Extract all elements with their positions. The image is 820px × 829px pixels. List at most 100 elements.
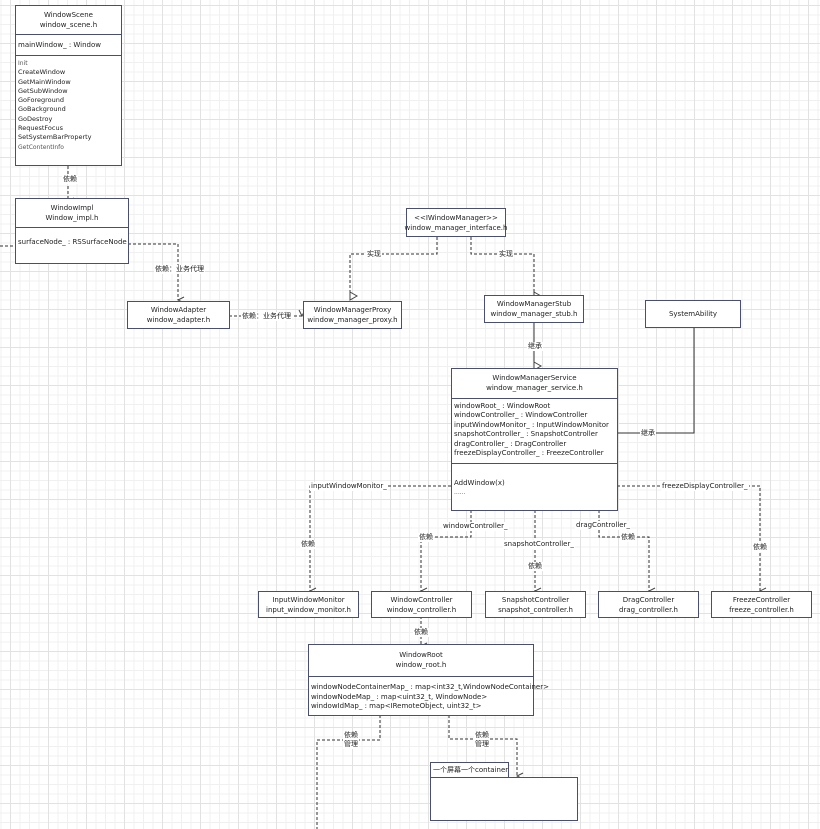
attribute: mainWindow_ : Window: [18, 41, 101, 49]
class-header: WindowRoot window_root.h: [309, 645, 533, 677]
method: GoDestroy: [18, 114, 53, 123]
label-depend: 依赖: [413, 628, 429, 637]
label-depend: 依赖: [474, 731, 490, 740]
class-name: WindowManagerStub: [496, 300, 572, 308]
class-name: WindowAdapter: [150, 306, 207, 314]
attributes-section: mainWindow_ : Window: [16, 35, 121, 56]
class-file: freeze_controller.h: [729, 605, 794, 614]
class-header: WindowManagerService window_manager_serv…: [452, 369, 617, 399]
class-name: WindowManagerProxy: [313, 306, 392, 314]
class-drag-controller[interactable]: DragController drag_controller.h: [598, 591, 699, 618]
attribute: inputWindowMonitor_ : InputWindowMonitor: [454, 420, 609, 429]
attribute: freezeDisplayController_ : FreezeControl…: [454, 449, 604, 458]
edge-wms-windowcontroller: [421, 510, 472, 591]
class-input-window-monitor[interactable]: InputWindowMonitor input_window_monitor.…: [258, 591, 359, 618]
methods-section: Init CreateWindow GetMainWindow GetSubWi…: [16, 56, 121, 155]
edge-wms-freeze: [617, 485, 760, 591]
label-drag-controller-member: dragController_: [575, 521, 631, 530]
container-box[interactable]: [430, 777, 578, 821]
container-tab-label: 一个屏幕一个container: [433, 766, 509, 774]
method: GoForeground: [18, 96, 65, 105]
attribute: surfaceNode_ : RSSurfaceNode: [18, 238, 127, 246]
label-inherit: 继承: [527, 342, 543, 351]
label-depend: 依赖: [527, 562, 543, 571]
label-snapshot-controller-member: snapshotController_: [503, 540, 575, 549]
label-window-controller-member: windowController_: [442, 522, 509, 531]
attributes-section: surfaceNode_ : RSSurfaceNode: [16, 228, 128, 250]
attribute: windowNodeMap_ : map<uint32_t, WindowNod…: [311, 692, 488, 701]
label-manage: 管理: [474, 740, 490, 749]
class-file: window_scene.h: [39, 21, 98, 29]
label-inherit: 继承: [640, 429, 656, 438]
label-depend: 依赖: [343, 731, 359, 740]
interface-iwindow-manager[interactable]: <<IWindowManager>> window_manager_interf…: [404, 208, 508, 237]
class-file: window_manager_stub.h: [490, 310, 578, 318]
label-depend-proxy: 依赖：业务代理: [241, 312, 292, 321]
class-name: WindowController: [390, 595, 453, 604]
label-depend: 依赖: [300, 540, 316, 549]
class-freeze-controller[interactable]: FreezeController freeze_controller.h: [711, 591, 812, 618]
method: AddWindow(x): [454, 479, 505, 488]
interface-name: <<IWindowManager>>: [414, 213, 498, 222]
method: CreateWindow: [18, 68, 66, 77]
method: GetContentInfo: [18, 143, 64, 151]
class-file: window_adapter.h: [146, 316, 211, 324]
class-name: WindowManagerService: [492, 374, 577, 382]
class-name: WindowRoot: [399, 651, 443, 659]
class-file: snapshot_controller.h: [498, 605, 573, 614]
class-name: WindowScene: [44, 11, 93, 19]
class-name: DragController: [622, 595, 675, 604]
class-window-scene[interactable]: WindowScene window_scene.h mainWindow_ :…: [15, 5, 122, 166]
label-depend: 依赖: [62, 175, 78, 184]
method: GetSubWindow: [18, 86, 68, 95]
attributes-section: windowNodeContainerMap_ : map<int32_t,Wi…: [309, 677, 549, 715]
class-header: WindowScene window_scene.h: [16, 6, 121, 35]
class-name: WindowImpl: [50, 204, 94, 212]
class-file: window_manager_proxy.h: [307, 316, 398, 324]
class-name: SnapshotController: [501, 595, 570, 604]
class-window-controller[interactable]: WindowController window_controller.h: [371, 591, 472, 618]
edge-systemability-wms: [608, 328, 695, 434]
edge-interface-stub: [470, 237, 543, 301]
label-manage: 管理: [343, 740, 359, 749]
class-file: input_window_monitor.h: [266, 605, 351, 614]
method: Init: [18, 60, 28, 67]
method: ......: [454, 489, 466, 497]
class-file: window_controller.h: [386, 605, 457, 614]
class-file: Window_impl.h: [45, 214, 99, 222]
attribute: windowRoot_ : WindowRoot: [454, 402, 551, 410]
class-name: FreezeController: [732, 595, 791, 604]
class-snapshot-controller[interactable]: SnapshotController snapshot_controller.h: [485, 591, 586, 618]
label-implement: 实现: [366, 250, 382, 259]
label-depend: 依赖: [752, 543, 768, 552]
label-freeze-display-controller-member: freezeDisplayController_: [661, 482, 749, 491]
class-name: SystemAbility: [668, 310, 718, 318]
class-window-manager-service[interactable]: WindowManagerService window_manager_serv…: [451, 368, 618, 511]
label-depend: 依赖: [418, 533, 434, 542]
class-window-root[interactable]: WindowRoot window_root.h windowNodeConta…: [308, 644, 549, 716]
method: SetSystemBarProperty: [18, 133, 92, 142]
class-header: WindowImpl Window_impl.h: [16, 199, 128, 228]
method: RequestFocus: [18, 124, 63, 133]
attribute: windowNodeContainerMap_ : map<int32_t,Wi…: [311, 683, 549, 691]
class-window-manager-stub[interactable]: WindowManagerStub window_manager_stub.h: [484, 295, 584, 323]
class-name: InputWindowMonitor: [272, 595, 345, 604]
class-window-impl[interactable]: WindowImpl Window_impl.h surfaceNode_ : …: [15, 198, 129, 264]
attribute: windowIdMap_ : map<IRemoteObject, uint32…: [311, 702, 482, 710]
attribute: dragController_ : DragController: [454, 439, 567, 448]
label-depend: 依赖: [620, 533, 636, 542]
attribute: windowController_ : WindowController: [454, 411, 588, 420]
method: GoBackground: [18, 105, 66, 114]
label-depend-proxy: 依赖：业务代理: [154, 265, 205, 274]
class-file: window_manager_service.h: [486, 384, 583, 392]
class-file: window_root.h: [395, 661, 447, 669]
class-window-manager-proxy[interactable]: WindowManagerProxy window_manager_proxy.…: [303, 301, 402, 329]
class-file: drag_controller.h: [619, 605, 678, 614]
attributes-section: windowRoot_ : WindowRoot windowControlle…: [452, 399, 617, 465]
edge-impl-adapter: [128, 243, 178, 300]
method: GetMainWindow: [18, 77, 71, 86]
class-window-adapter[interactable]: WindowAdapter window_adapter.h: [127, 301, 230, 329]
class-system-ability[interactable]: SystemAbility: [645, 300, 741, 328]
interface-file: window_manager_interface.h: [404, 223, 508, 232]
container-tab[interactable]: 一个屏幕一个container: [430, 762, 509, 778]
